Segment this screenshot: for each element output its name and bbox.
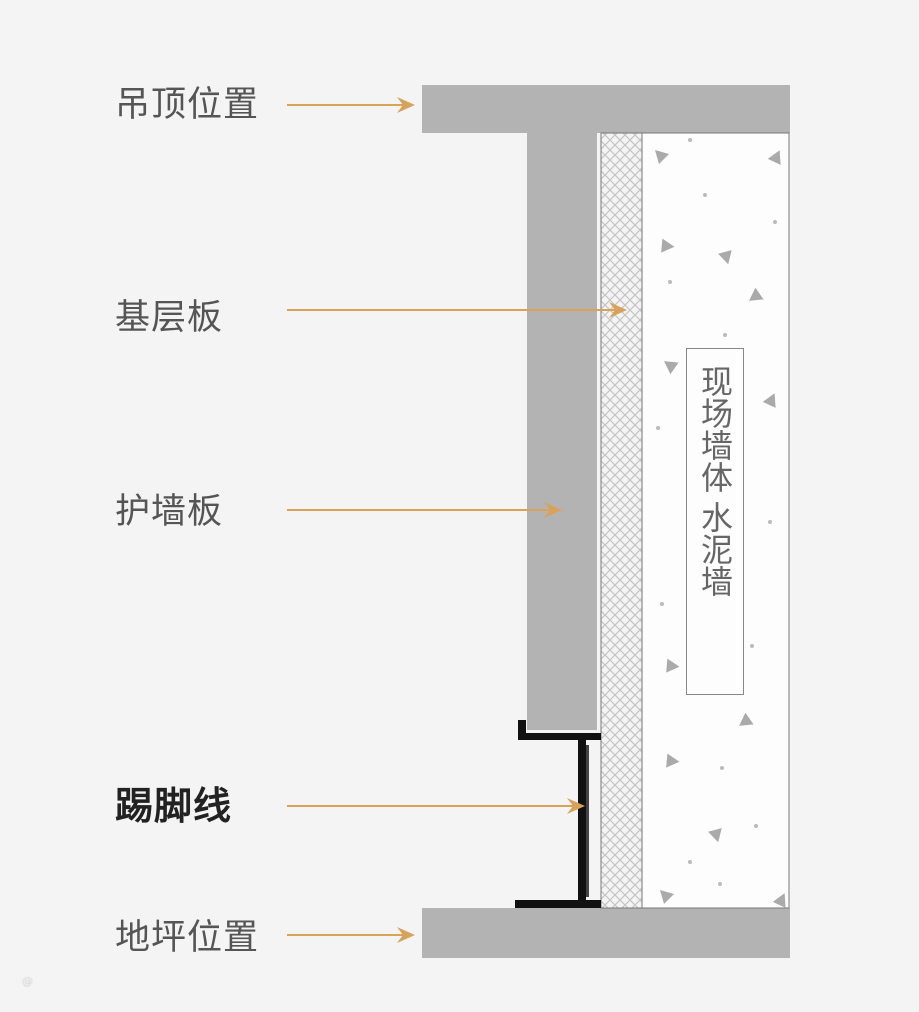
aggregate-triangle [708,828,722,843]
aggregate-triangle [666,658,680,673]
label-ceiling: 吊顶位置 [115,85,260,125]
aggregate-triangle [762,393,776,408]
aggregate-triangle [666,753,680,768]
aggregate-triangle [718,250,732,265]
aggregate-triangle [660,890,674,904]
label-wall-panel: 护墙板 [115,492,224,532]
aggregate-triangle [739,712,754,726]
aggregate-dot [723,333,727,337]
aggregate-dot [660,602,664,606]
aggregate-dot [720,766,724,770]
base-board-layer [600,132,643,909]
wall-text-box: 现场墙体 水泥墙 [686,348,744,695]
concrete-aggregate [655,138,786,908]
aggregate-triangle [749,287,764,301]
label-base-board: 基层板 [115,298,224,338]
concrete-wall [641,132,790,909]
aggregate-dot [688,138,692,142]
aggregate-dot [768,520,772,524]
skirting-profile [515,720,601,908]
aggregate-dot [656,426,660,430]
label-skirting: 踢脚线 [115,784,233,828]
aggregate-dot [750,644,754,648]
floor-slab [422,908,790,958]
aggregate-triangle [664,361,679,375]
aggregate-dot [718,882,722,886]
leader-arrows [287,97,627,943]
aggregate-triangle [772,893,786,908]
aggregate-dot [703,193,707,197]
aggregate-dot [688,860,692,864]
aggregate-dot [668,280,672,284]
aggregate-triangle [767,150,781,165]
wall-text-line1: 现场墙体 [696,365,734,493]
aggregate-dot [754,824,758,828]
wall-text-line2: 水泥墙 [696,501,734,597]
label-floor: 地坪位置 [115,918,260,958]
aggregate-triangle [661,238,675,253]
ceiling-slab [422,85,790,133]
aggregate-triangle [655,150,669,164]
aggregate-dot [773,220,777,224]
watermark: @ [22,975,33,988]
wall-panel [527,133,597,730]
